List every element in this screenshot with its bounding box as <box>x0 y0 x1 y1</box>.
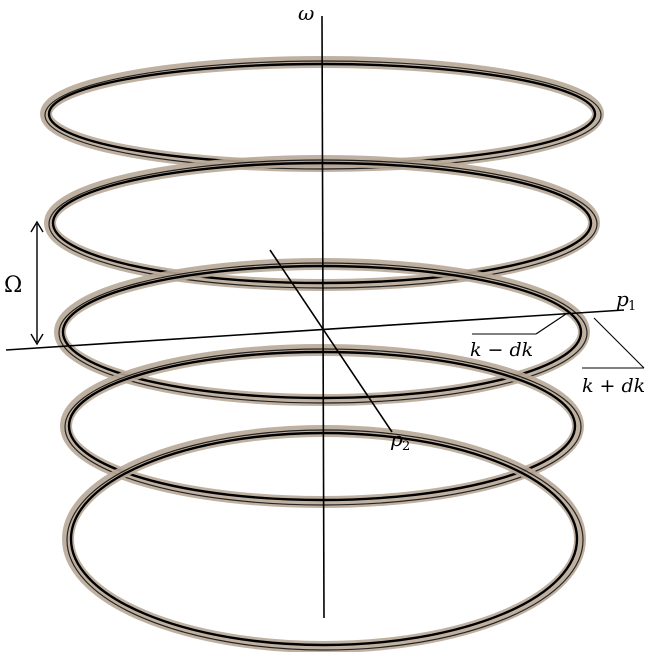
rings-group <box>40 56 604 652</box>
k-minus-dk-label: k − dk <box>470 339 533 361</box>
ring-5 <box>62 425 586 652</box>
p2-label: p 2 <box>390 427 410 454</box>
omega-label: ω <box>298 1 314 25</box>
omega-axis <box>321 15 325 619</box>
p2-axis <box>269 249 393 433</box>
omega-spacing-arrow <box>30 220 44 346</box>
p1-label: p 1 <box>616 287 636 314</box>
svg-text:2: 2 <box>402 439 410 454</box>
Omega-label: Ω <box>4 273 22 298</box>
k-plus-dk-label: k + dk <box>582 375 645 397</box>
svg-text:1: 1 <box>628 299 636 314</box>
p1-axis <box>5 309 625 351</box>
svg-text:p: p <box>390 427 403 451</box>
k-plus-leader <box>582 317 645 369</box>
svg-text:p: p <box>616 287 629 311</box>
k-minus-leader <box>472 313 567 335</box>
